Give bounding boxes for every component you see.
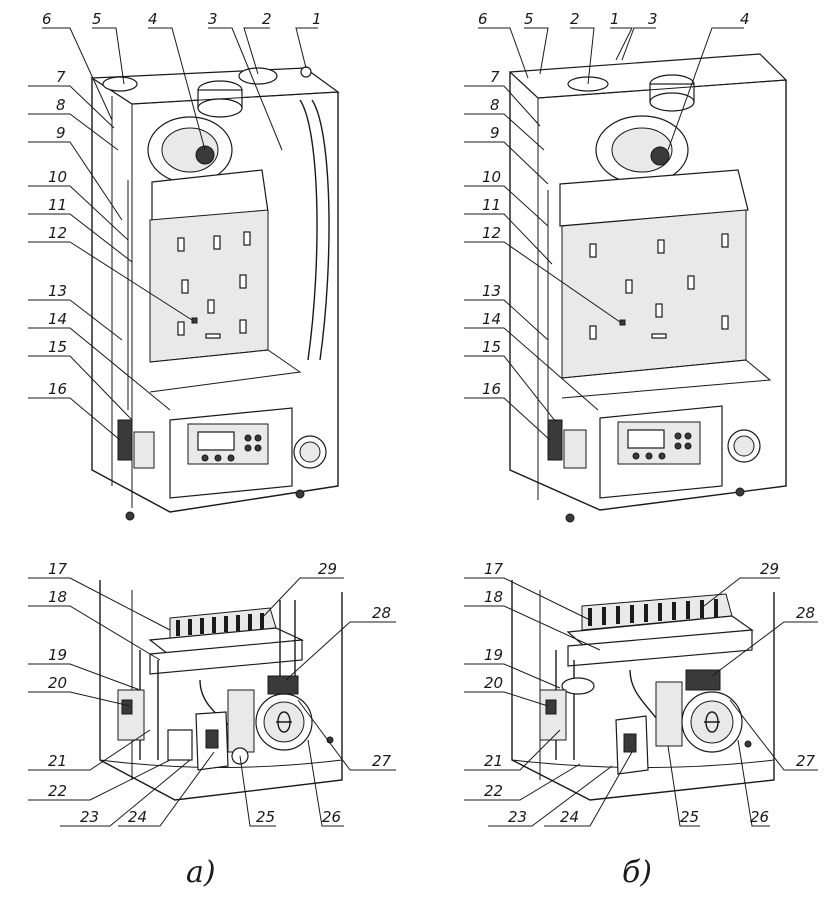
callout-a-1: 1 [312, 10, 322, 28]
callout-b-13: 13 [482, 282, 501, 300]
callout-b-8: 8 [490, 96, 500, 114]
callout-a-25: 25 [256, 808, 275, 826]
callout-a-5: 5 [92, 10, 102, 28]
callout-a-11: 11 [48, 196, 67, 214]
callout-b-18: 18 [484, 588, 503, 606]
callout-b-16: 16 [482, 380, 501, 398]
callout-b-23: 23 [508, 808, 527, 826]
callout-b-20: 20 [484, 674, 503, 692]
callout-a-28: 28 [372, 604, 391, 622]
callout-b-24: 24 [560, 808, 579, 826]
callout-a-13: 13 [48, 282, 67, 300]
callout-labels-view-a-top: 6 5 4 3 2 1 7 8 9 10 11 12 13 14 15 16 [42, 10, 322, 398]
callout-a-27: 27 [372, 752, 392, 770]
callout-a-9: 9 [56, 124, 66, 142]
callout-b-15: 15 [482, 338, 501, 356]
callout-a-24: 24 [128, 808, 147, 826]
callout-labels-view-b-bottom: 17 18 19 20 21 22 23 24 25 26 27 28 29 [484, 560, 816, 826]
callout-a-15: 15 [48, 338, 67, 356]
callout-b-17: 17 [484, 560, 504, 578]
callout-a-18: 18 [48, 588, 67, 606]
callout-b-21: 21 [484, 752, 503, 770]
callout-leaders-view-a-bottom [28, 577, 396, 827]
boiler-view-b-detail [511, 580, 775, 801]
caption-view-b: б) [622, 855, 652, 890]
callout-b-12: 12 [482, 224, 501, 242]
callout-a-23: 23 [80, 808, 99, 826]
callout-a-14: 14 [48, 310, 67, 328]
callout-a-10: 10 [48, 168, 67, 186]
callout-b-27: 27 [796, 752, 816, 770]
callout-leaders-view-b-top [464, 27, 744, 441]
callout-a-12: 12 [48, 224, 67, 242]
callout-b-1: 1 [610, 10, 620, 28]
callout-b-26: 26 [750, 808, 769, 826]
callout-a-7: 7 [56, 68, 66, 86]
callout-labels-view-b-top: 6 5 2 1 3 4 7 8 9 10 11 12 13 14 15 16 [478, 10, 750, 398]
callout-labels-view-a-bottom: 17 18 19 20 21 22 23 24 25 26 27 28 29 [48, 560, 392, 826]
callout-a-3: 3 [208, 10, 218, 28]
boiler-view-a-full [90, 66, 340, 521]
boiler-view-b-full [508, 53, 788, 523]
callout-b-19: 19 [484, 646, 503, 664]
callout-a-8: 8 [56, 96, 66, 114]
callout-b-6: 6 [478, 10, 488, 28]
callout-leaders-view-b-bottom [464, 577, 818, 827]
callout-a-19: 19 [48, 646, 67, 664]
callout-b-28: 28 [796, 604, 815, 622]
callout-a-6: 6 [42, 10, 52, 28]
callout-b-5: 5 [524, 10, 534, 28]
boiler-view-a-detail [99, 580, 343, 801]
callout-a-4: 4 [148, 10, 158, 28]
callout-b-22: 22 [484, 782, 503, 800]
callout-leaders-view-a-top [28, 27, 318, 441]
callout-a-17: 17 [48, 560, 68, 578]
callout-b-25: 25 [680, 808, 699, 826]
callout-b-7: 7 [490, 68, 500, 86]
callout-b-11: 11 [482, 196, 501, 214]
callout-a-22: 22 [48, 782, 67, 800]
callout-b-3: 3 [648, 10, 658, 28]
callout-b-4: 4 [740, 10, 750, 28]
callout-a-26: 26 [322, 808, 341, 826]
callout-b-10: 10 [482, 168, 501, 186]
callout-a-2: 2 [262, 10, 272, 28]
callout-b-29: 29 [760, 560, 779, 578]
callout-b-9: 9 [490, 124, 500, 142]
callout-b-2: 2 [570, 10, 580, 28]
callout-a-20: 20 [48, 674, 67, 692]
callout-a-16: 16 [48, 380, 67, 398]
caption-view-a: а) [186, 855, 216, 890]
callout-a-21: 21 [48, 752, 67, 770]
callout-b-14: 14 [482, 310, 501, 328]
callout-a-29: 29 [318, 560, 337, 578]
